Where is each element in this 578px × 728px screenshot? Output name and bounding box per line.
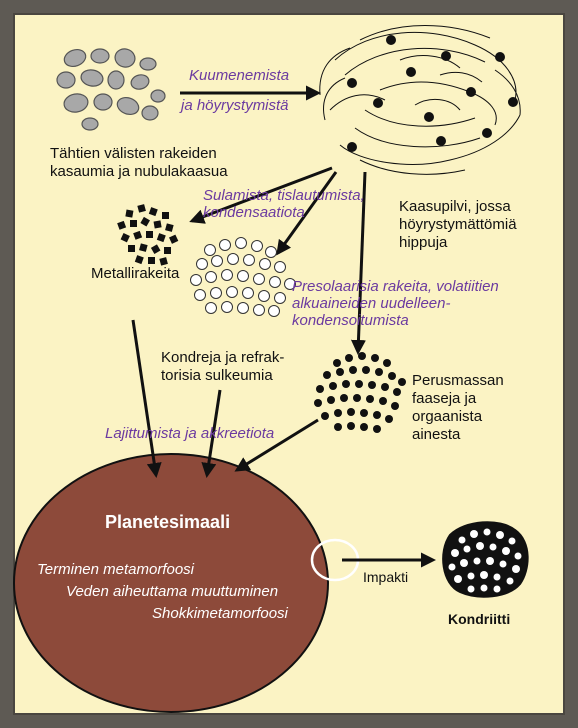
process-heating-1: Kuumenemista: [189, 67, 289, 84]
process-sorting: Lajittumista ja akkreetiota: [105, 425, 274, 442]
process-melting: Sulamista, tislautumista,kondensaatiota: [203, 187, 365, 221]
label-chondrules-line: torisia sulkeumia: [161, 367, 273, 384]
arrows: [131, 85, 436, 568]
process-melting-line: kondensaatiota: [203, 204, 305, 221]
interstellar-grains-icon: [56, 48, 166, 131]
label-matrix-line: ainesta: [412, 426, 461, 443]
label-metal-line: Metallirakeita: [91, 265, 180, 282]
arrow-chondrules-to-planet: [201, 389, 222, 478]
label-metal: Metallirakeita: [91, 265, 180, 282]
gas-cloud-particles: [347, 35, 518, 152]
arrow-matrix-to-planet: [234, 418, 319, 472]
label-chondrules: Kondreja ja refrak-torisia sulkeumia: [161, 349, 284, 384]
process-heating-1-line: Kuumenemista: [189, 67, 289, 84]
arrow-to-metal: [189, 166, 333, 224]
planetesimal-title: Planetesimaali: [105, 512, 230, 532]
metal-grains-icon: [117, 204, 179, 266]
process-impact-line: Impakti: [363, 569, 408, 585]
label-chondrite: Kondriitti: [448, 611, 510, 627]
planetesimal-line-1: Terminen metamorfoosi: [37, 561, 195, 578]
process-sorting-line: Lajittumista ja akkreetiota: [105, 425, 274, 442]
process-heating-2: ja höyrystymistä: [179, 97, 289, 114]
label-gas-cloud-line: hippuja: [399, 234, 448, 251]
chondrules-icon: [190, 237, 296, 317]
label-gas-cloud-line: Kaasupilvi, jossa: [399, 198, 511, 215]
planetesimal-line-3: Shokkimetamorfoosi: [152, 605, 289, 622]
matrix-particles-icon: [314, 352, 406, 433]
label-interstellar-line: Tähtien välisten rakeiden: [50, 145, 217, 162]
planetesimal-line-2: Veden aiheuttama muuttuminen: [66, 583, 278, 600]
process-presolar-line: Presolaarisia rakeita, volatiitien: [292, 278, 499, 295]
arrow-to-matrix: [350, 171, 367, 355]
process-presolar-line: kondensoitumista: [292, 312, 409, 329]
process-melting-line: Sulamista, tislautumista,: [203, 187, 365, 204]
planetesimal-body: [13, 453, 329, 713]
label-matrix-line: faaseja ja: [412, 390, 477, 407]
arrow-to-chondrules: [276, 171, 338, 256]
process-heating-2-line: ja höyrystymistä: [179, 97, 289, 114]
process-presolar-line: alkuaineiden uudelleen-: [292, 295, 450, 312]
chondrite-inclusions: [448, 528, 522, 593]
label-gas-cloud-line: höyrystymättömiä: [399, 216, 517, 233]
arrow-metal-to-planet: [131, 319, 162, 478]
label-interstellar-line: kasaumia ja nubulakaasua: [50, 163, 228, 180]
label-chondrules-line: Kondreja ja refrak-: [161, 349, 284, 366]
process-impact: Impakti: [363, 569, 408, 585]
label-chondrite-line: Kondriitti: [448, 611, 510, 627]
label-matrix-line: Perusmassan: [412, 372, 504, 389]
label-matrix-line: orgaanista: [412, 408, 483, 425]
